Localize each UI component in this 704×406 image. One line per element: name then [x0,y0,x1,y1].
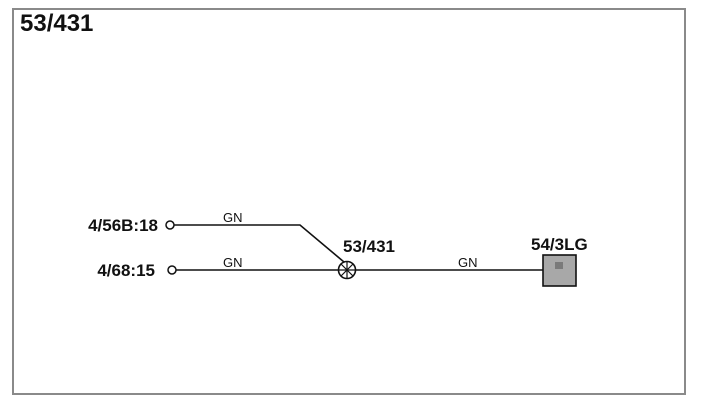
pin-label-top: 4/56B:18 [88,216,158,235]
diagram-frame [12,8,686,395]
splice-node-icon[interactable] [337,260,357,280]
wire-label-bottom: GN [223,255,243,270]
pin-terminal-bottom[interactable] [167,265,177,275]
connector-label: 54/3LG [531,235,588,254]
splice-label: 53/431 [343,237,395,256]
connector-block-icon[interactable] [542,254,577,287]
pin-terminal-top[interactable] [165,220,175,230]
wire-label-top: GN [223,210,243,225]
wire-top[interactable] [174,224,345,263]
diagram-title: 53/431 [20,10,94,37]
wire-label-out: GN [458,255,478,270]
pin-label-bottom: 4/68:15 [97,261,155,280]
